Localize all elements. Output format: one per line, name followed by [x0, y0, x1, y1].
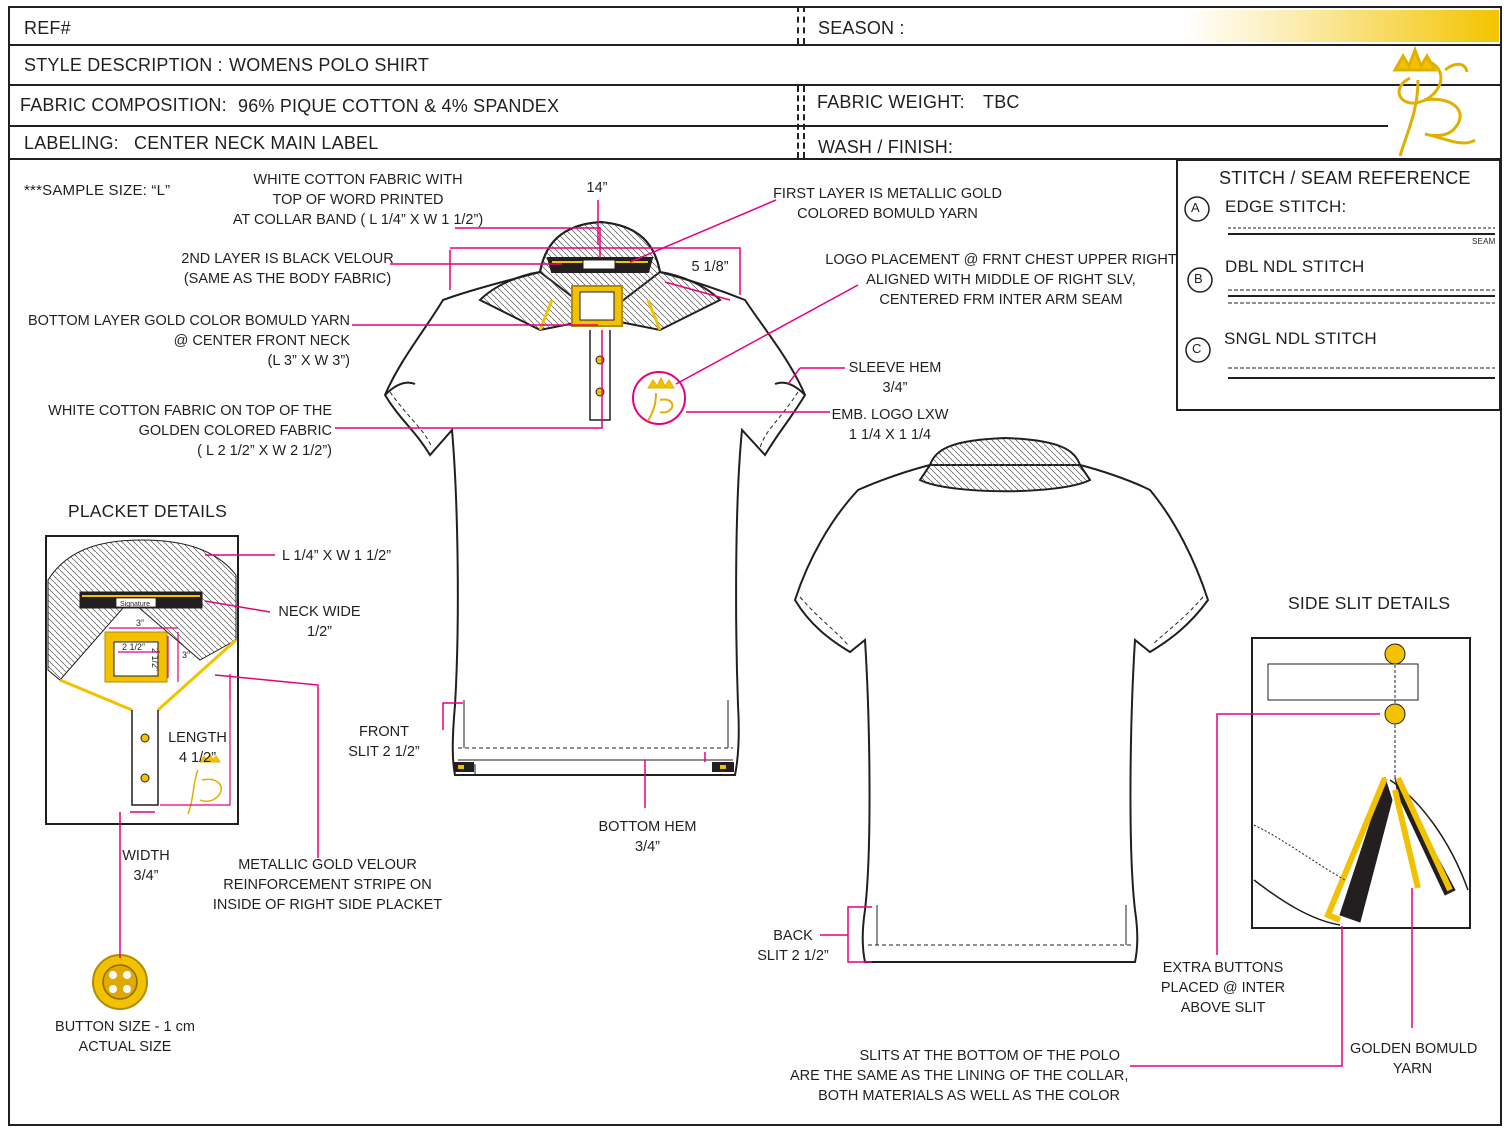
- header-separator: [797, 86, 799, 158]
- style-description-value: WOMENS POLO SHIRT: [229, 55, 430, 75]
- fabric-composition-label: FABRIC COMPOSITION:: [20, 95, 227, 115]
- front-polo-sketch: [383, 220, 807, 776]
- wash-finish-label: WASH / FINISH:: [818, 137, 954, 157]
- ref-label: REF#: [24, 18, 71, 38]
- sample-size: ***SAMPLE SIZE: “L”: [24, 182, 171, 199]
- stitch-reference-box: [1176, 159, 1501, 411]
- placket-dim-side-outer: 3”: [182, 650, 190, 660]
- back-polo-sketch: [793, 436, 1210, 963]
- placket-dim-inner: 2 1/2”: [122, 642, 145, 652]
- header-divider: [8, 125, 1388, 127]
- header-divider: [8, 44, 1502, 46]
- side-slit-detail-drawing: [1251, 637, 1471, 929]
- placket-label-text: Signature: [120, 601, 150, 608]
- dbl-ndl-stitch-label: DBL NDL STITCH: [1225, 257, 1365, 276]
- header-divider: [8, 158, 1502, 160]
- callout-second-layer: 2ND LAYER IS BLACK VELOUR(SAME AS THE BO…: [181, 251, 394, 287]
- stitch-letter-c: C: [1192, 341, 1202, 356]
- fabric-weight-value: TBC: [983, 92, 1020, 112]
- labeling-value: CENTER NECK MAIN LABEL: [134, 133, 379, 153]
- fabric-composition-value: 96% PIQUE COTTON & 4% SPANDEX: [238, 96, 560, 116]
- chest-logo-emb: [632, 371, 686, 425]
- season-label: SEASON :: [818, 18, 905, 38]
- edge-stitch-label: EDGE STITCH:: [1225, 197, 1347, 216]
- button-actual-size-icon: [92, 954, 148, 1010]
- header-separator: [797, 6, 799, 44]
- stitch-letter-a: A: [1191, 200, 1200, 215]
- labeling-label: LABELING:: [24, 133, 119, 153]
- seam-note: SEAM: [1472, 237, 1496, 246]
- callout-bottom-layer: BOTTOM LAYER GOLD COLOR BOMULD YARN@ CEN…: [27, 313, 350, 369]
- collar-width-dim: 14”: [586, 180, 608, 196]
- placket-details-title: PLACKET DETAILS: [68, 501, 227, 521]
- header-separator: [803, 86, 805, 158]
- brand-gradient-bar: [1185, 10, 1499, 42]
- callout-leaders: [119, 199, 1413, 1067]
- collar-point-dim: 5 1/8”: [691, 259, 729, 275]
- header-divider: [8, 84, 1502, 86]
- sheet-frame: [8, 6, 1502, 1126]
- stitch-letter-b: B: [1194, 271, 1203, 286]
- placket-dim-side-inner: 2 1/2”: [150, 648, 160, 671]
- placket-dim-outer: 3”: [136, 618, 144, 628]
- fabric-weight-label: FABRIC WEIGHT:: [817, 92, 965, 112]
- side-slit-title: SIDE SLIT DETAILS: [1288, 593, 1451, 613]
- placket-label-size: L 1/4” X W 1 1/2”: [282, 548, 392, 564]
- placket-detail-drawing: [45, 535, 239, 825]
- sngl-ndl-stitch-label: SNGL NDL STITCH: [1224, 329, 1377, 348]
- header-separator: [803, 6, 805, 44]
- stitch-reference-title: STITCH / SEAM REFERENCE: [1219, 168, 1471, 188]
- style-description-label: STYLE DESCRIPTION :: [24, 55, 223, 75]
